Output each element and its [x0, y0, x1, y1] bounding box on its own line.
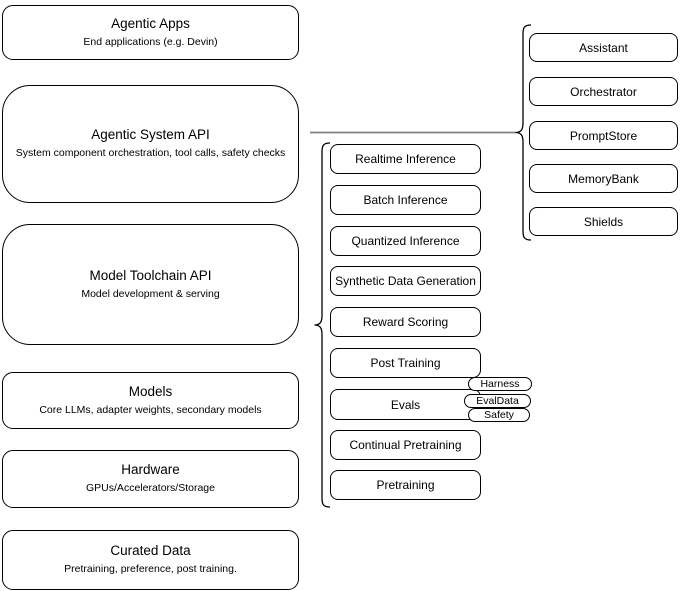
service-evals: Evals — [330, 389, 481, 420]
component-promptstore: PromptStore — [529, 121, 678, 150]
node-title: Agentic Apps — [111, 15, 190, 31]
node-title: Model Toolchain API — [89, 267, 212, 283]
service-realtime-inference: Realtime Inference — [330, 144, 481, 174]
node-subtitle: End applications (e.g. Devin) — [83, 35, 218, 48]
eval-tag-safety: Safety — [468, 408, 530, 422]
component-orchestrator: Orchestrator — [529, 77, 678, 106]
node-agentic-apps: Agentic Apps End applications (e.g. Devi… — [2, 5, 299, 60]
node-model-toolchain-api: Model Toolchain API Model development & … — [2, 224, 299, 345]
service-continual-pretraining: Continual Pretraining — [330, 430, 481, 460]
node-subtitle: System component orchestration, tool cal… — [15, 147, 286, 160]
node-subtitle: Core LLMs, adapter weights, secondary mo… — [39, 403, 262, 416]
node-subtitle: Model development & serving — [81, 287, 220, 300]
component-assistant: Assistant — [529, 33, 678, 62]
node-curated-data: Curated Data Pretraining, preference, po… — [2, 530, 299, 590]
node-models: Models Core LLMs, adapter weights, secon… — [2, 372, 299, 429]
service-synthetic-data-generation: Synthetic Data Generation — [330, 266, 481, 296]
node-hardware: Hardware GPUs/Accelerators/Storage — [2, 450, 299, 508]
node-subtitle: Pretraining, preference, post training. — [64, 563, 237, 576]
component-memorybank: MemoryBank — [529, 164, 678, 193]
service-quantized-inference: Quantized Inference — [330, 226, 481, 256]
eval-tag-harness: Harness — [468, 377, 532, 391]
node-agentic-system-api: Agentic System API System component orch… — [2, 85, 299, 203]
services-curly-bracket — [314, 142, 331, 508]
service-post-training: Post Training — [330, 348, 481, 378]
eval-tag-evaldata: EvalData — [464, 394, 531, 408]
node-title: Models — [128, 383, 173, 399]
component-shields: Shields — [529, 207, 678, 236]
service-pretraining: Pretraining — [330, 470, 481, 500]
node-title: Agentic System API — [91, 127, 210, 143]
node-title: Curated Data — [110, 543, 191, 559]
service-reward-scoring: Reward Scoring — [330, 307, 481, 337]
node-subtitle: GPUs/Accelerators/Storage — [86, 482, 215, 495]
service-batch-inference: Batch Inference — [330, 185, 481, 215]
node-title: Hardware — [121, 462, 180, 478]
